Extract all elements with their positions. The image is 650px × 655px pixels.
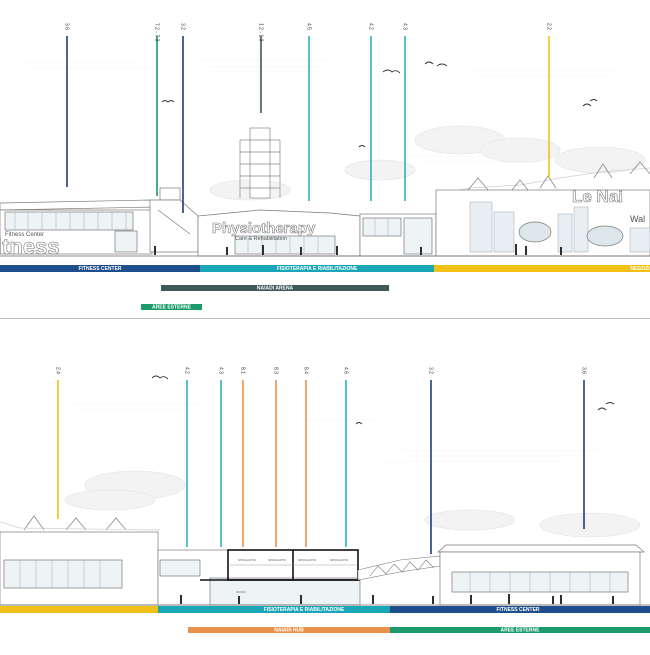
- bottom-bands: FISIOTERAPIA E RIABILITAZIONE FITNESS CEN…: [0, 606, 650, 633]
- top-marker-label: 2.2: [546, 23, 552, 30]
- people-silhouettes-bottom: [180, 594, 614, 604]
- physiotherapy-subtitle: Care & Rehabilitation: [235, 236, 287, 242]
- tree-silhouettes-bottom: [64, 470, 641, 538]
- bottom-marker-label: 4.2: [184, 367, 190, 374]
- physiotherapy-sign: Physiotherapy: [212, 220, 316, 237]
- bottom-marker-label: 8.4: [303, 367, 309, 374]
- roof-triangles-bottom: [23, 515, 127, 531]
- section-divider: [0, 318, 650, 319]
- bottom-marker-label: 2.4: [55, 367, 61, 374]
- top-band: [0, 265, 200, 272]
- room-labels: SPOGLIATOI SPOGLIATOI SPOGLIATOI SPOGLIATOI…: [236, 558, 348, 594]
- room-label: SPOGLIATOI: [238, 558, 256, 562]
- fitness-building: [0, 199, 157, 255]
- top-markers: 3.6 7.2 - 7.3 3.2 1.2 - 1.3 4.5 4.2 4.3 2.2: [64, 23, 552, 213]
- top-bands: FITNESS CENTER FISIOTERAPIA E RIABILITAZI…: [0, 265, 650, 310]
- hub-building: [157, 549, 361, 606]
- roof-triangles: [467, 161, 650, 191]
- bottom-marker-label: 4.6: [343, 367, 349, 374]
- bottom-marker-label: 8.3: [273, 367, 279, 374]
- top-marker-label: 3.2: [180, 23, 186, 30]
- left-block: [0, 531, 159, 606]
- room-label: SPOGLIATOI: [268, 558, 286, 562]
- bottom-marker-label: 8.1: [240, 367, 246, 374]
- bottom-sub-band: [188, 627, 390, 633]
- bottom-band: [0, 606, 158, 613]
- top-marker-label: 4.3: [402, 23, 408, 30]
- bird-icons-bottom: [151, 375, 615, 425]
- top-band: [200, 265, 434, 272]
- top-sub-band: [141, 304, 202, 310]
- bottom-markers: 2.4 4.2 4.3 8.1 8.3 8.4 4.6 3.2 3.6: [55, 367, 587, 554]
- bottom-band-label: FISIOTERAPIA E RIABILITAZIONE: [264, 607, 345, 613]
- top-marker-label: 7.2 - 7.3: [154, 23, 160, 42]
- top-marker-label: 4.2: [368, 23, 374, 30]
- top-sub-band-label: AREE ESTERNE: [152, 304, 192, 310]
- bottom-sub-band-label: NAIADI HUB: [274, 627, 304, 633]
- tower: [239, 127, 281, 199]
- naiadi-sign: Le Nai: [572, 187, 623, 206]
- bottom-sub-band-label: AREE ESTERNE: [501, 627, 541, 633]
- top-band: [434, 265, 650, 272]
- bottom-band: [390, 606, 650, 613]
- people-silhouettes: [154, 244, 562, 255]
- bottom-marker-label: 4.3: [218, 367, 224, 374]
- top-band-label: FITNESS CENTER: [78, 266, 121, 272]
- fitness-sign-small: Fitness Center: [5, 232, 44, 238]
- bottom-band: [158, 606, 390, 613]
- right-fitness-building: [437, 544, 645, 606]
- top-marker-label: 4.5: [306, 23, 312, 30]
- top-marker-label: 1.2 - 1.3: [258, 23, 264, 42]
- bottom-marker-label: 3.6: [581, 367, 587, 374]
- bottom-marker-label: 3.2: [428, 367, 434, 374]
- bottom-band-label: FITNESS CENTER: [496, 607, 539, 613]
- room-label: SPOGLIATOI: [330, 558, 348, 562]
- naiadi-sign-sub: Wal: [630, 214, 645, 224]
- top-band-label: FISIOTERAPIA E RIABILITAZIONE: [277, 266, 358, 272]
- naiadi-building: [435, 189, 650, 257]
- bottom-elevation: SPOGLIATOI SPOGLIATOI SPOGLIATOI SPOGLIATOI…: [0, 367, 650, 633]
- top-marker-label: 3.6: [64, 23, 70, 30]
- room-label: UFFICI: [236, 590, 246, 594]
- fitness-sign: itness: [0, 234, 60, 259]
- top-band-label: NEGOZI: [630, 266, 650, 272]
- bottom-sub-band: [390, 627, 650, 633]
- room-label: SPOGLIATOI: [298, 558, 316, 562]
- bird-icons: [161, 61, 598, 148]
- top-sub-band-label: NAIADI ARENA: [257, 285, 294, 291]
- top-sub-band: [161, 285, 389, 291]
- top-elevation: itness Fitness Center Physiotherapy Care…: [0, 23, 650, 310]
